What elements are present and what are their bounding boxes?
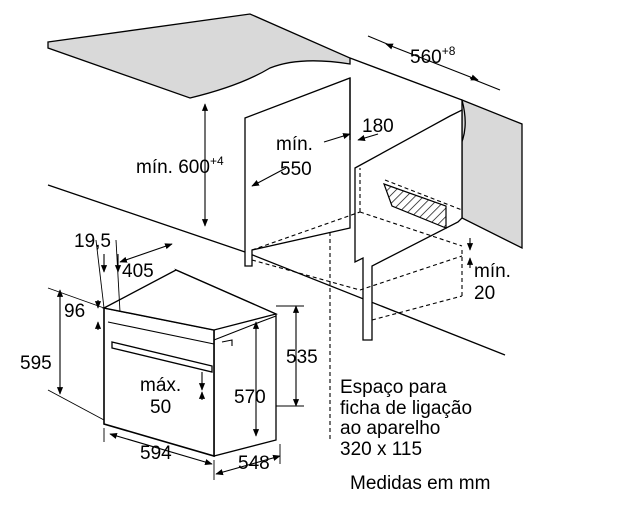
socket-note-line: Espaço para [340,377,447,398]
oven-top [102,269,278,331]
label-panel-height: 96 [64,301,86,322]
label-handle-gap-line2: 50 [150,397,172,418]
label-bottom-gap-line2: 20 [474,283,496,304]
socket-note-line: 320 x 115 [340,438,423,460]
label-body-height-inner: 570 [234,387,266,408]
oven-handle [111,341,213,373]
label-panel-depth: 405 [122,261,154,282]
label-cabinet-height: mín. 600+4 [136,154,224,178]
socket-note-line: ficha de ligação [340,397,473,419]
label-front-height: 595 [20,353,52,374]
label-body-height-outer: 535 [286,347,318,368]
label-inner-depth-line1: mín. [276,134,313,155]
socket-note-line: ao aparelho [340,418,441,439]
label-body-depth: 548 [238,453,270,474]
label-cabinet-depth: 560+8 [410,44,456,68]
dimension-lines [56,35,501,476]
label-inner-depth-line2: 550 [280,159,312,180]
socket-note: Espaço para ficha de ligação ao aparelho… [340,377,473,460]
label-handle-gap-line1: máx. [140,375,182,396]
socket-cutout [383,183,447,229]
units-note: Medidas em mm [350,473,491,494]
label-cutout-offset: 180 [362,116,394,137]
cabinet-right-wall [354,108,463,341]
label-front-offset: 19,5 [74,231,111,252]
countertop [47,13,351,99]
label-bottom-gap-line1: mín. [474,261,511,282]
dashed-recess [251,168,463,440]
label-front-width: 594 [140,443,172,464]
right-worktop [461,99,523,250]
